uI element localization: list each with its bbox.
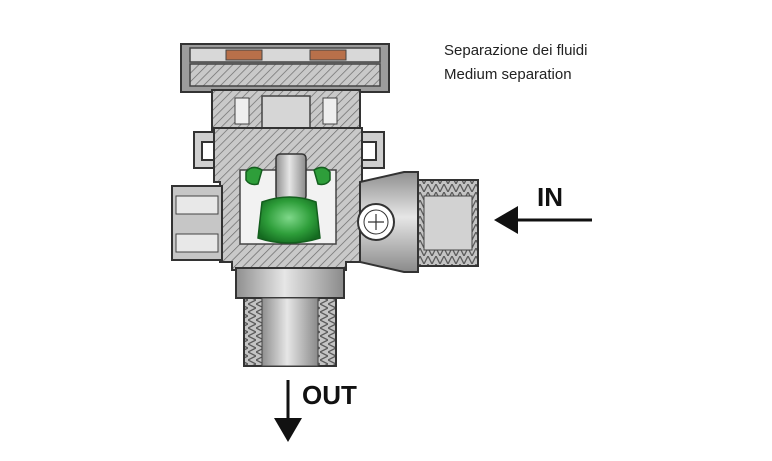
green-seals (245, 166, 331, 244)
side-port (171, 185, 223, 261)
bonnet (211, 89, 361, 133)
actuator-housing (180, 43, 390, 93)
out-arrow-icon (274, 380, 302, 442)
in-label: IN (537, 182, 563, 212)
caption-english: Medium separation (444, 66, 572, 83)
caption-italian: Separazione dei fluidi (444, 42, 588, 59)
inlet-fitting (357, 171, 479, 273)
out-label: OUT (302, 380, 357, 410)
outlet-fitting (235, 267, 345, 367)
in-arrow-icon (494, 206, 592, 234)
